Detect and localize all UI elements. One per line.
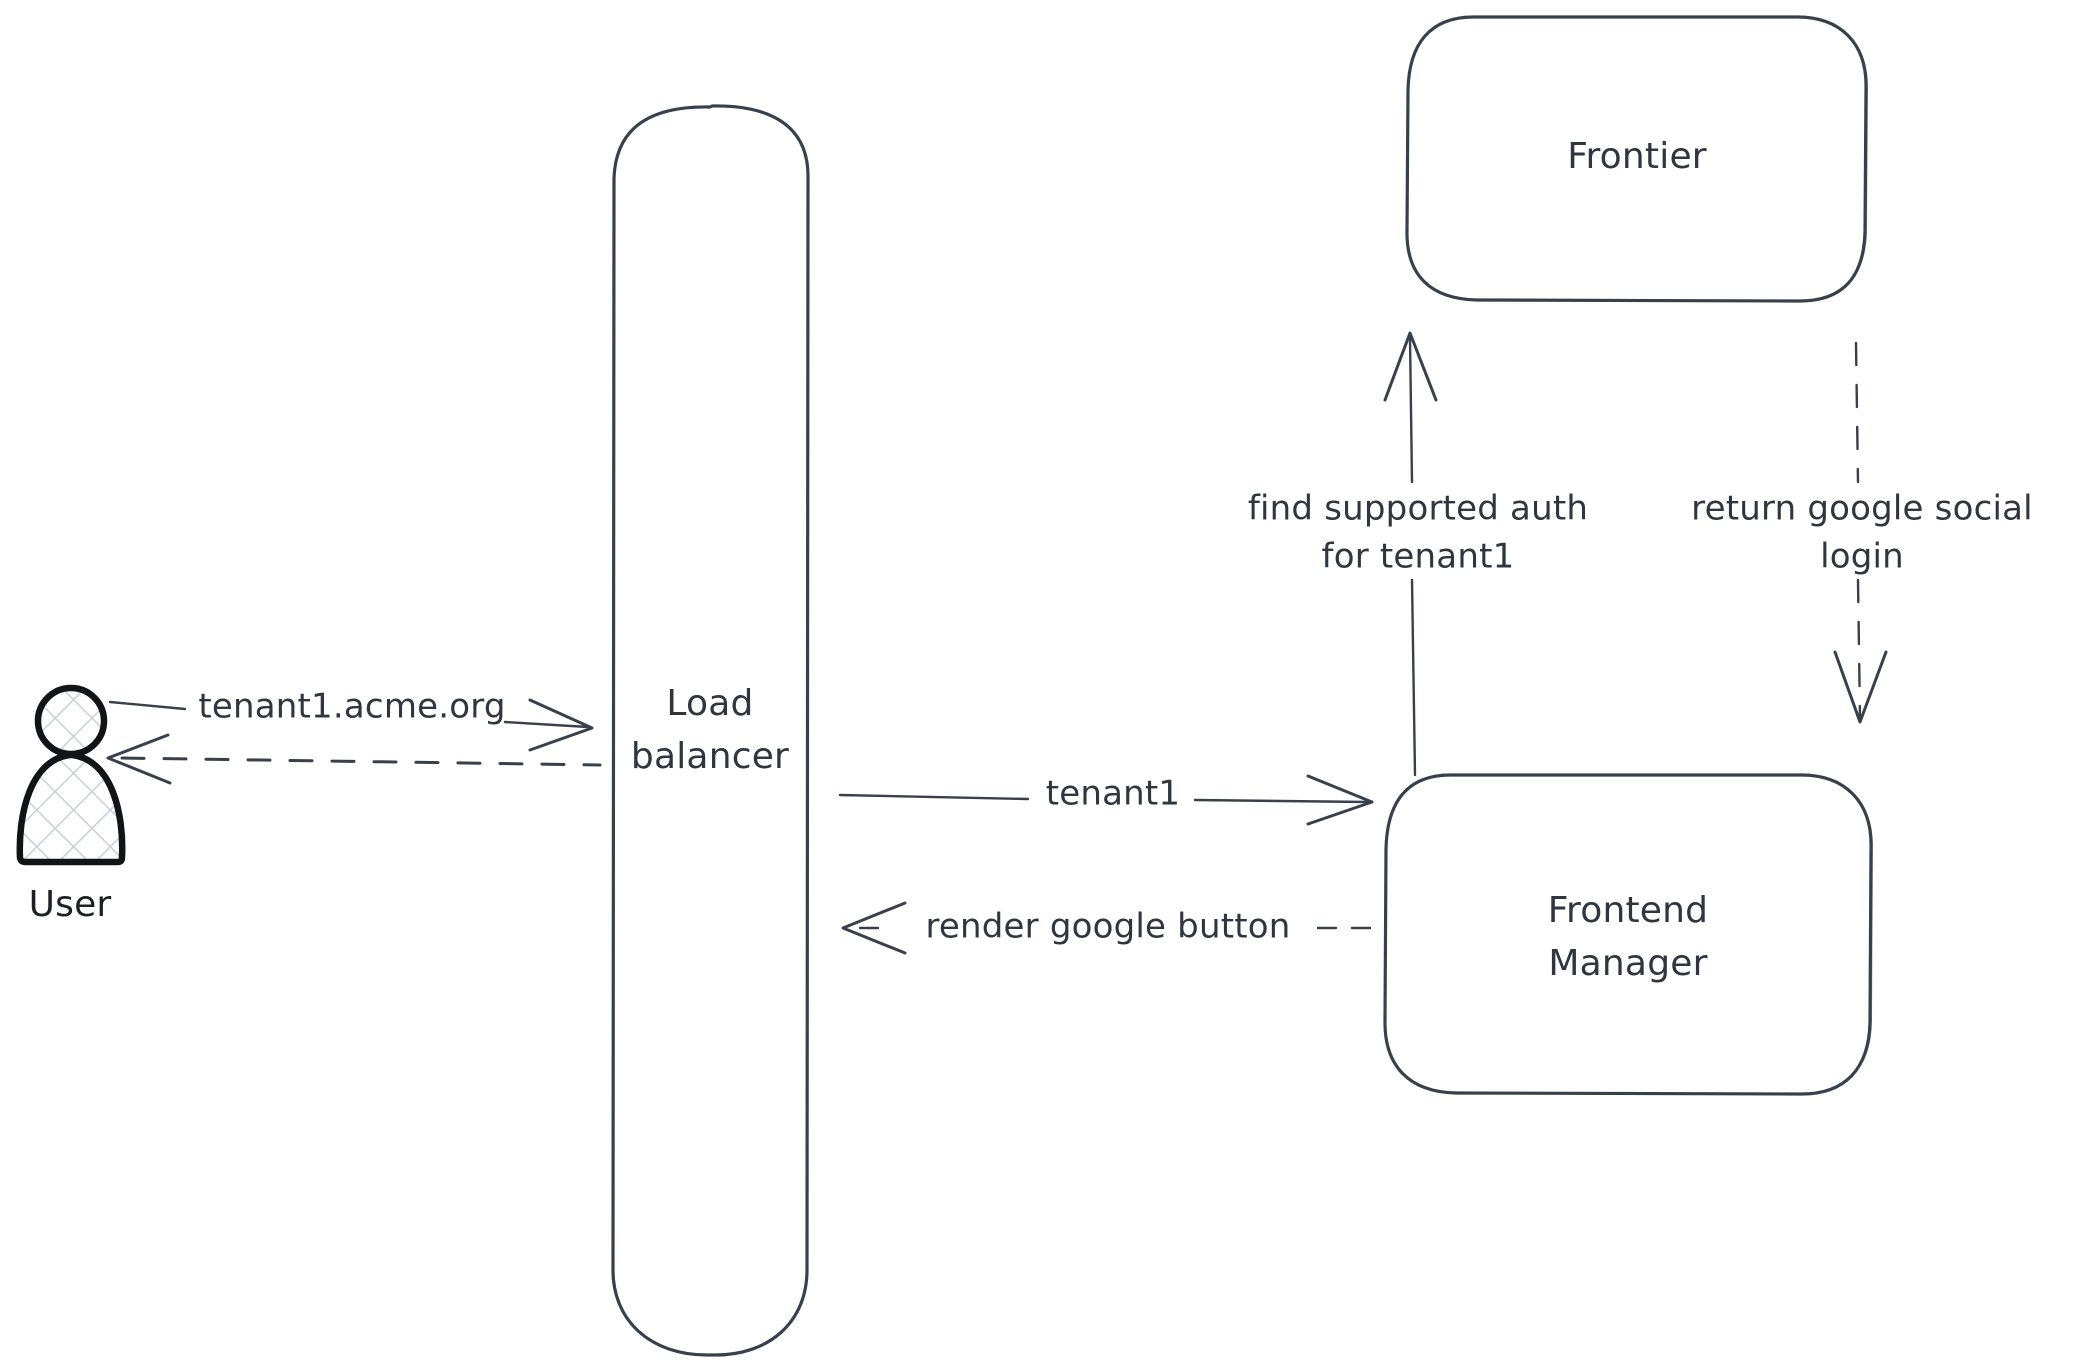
edge-frontier-to-fm-line-lower — [1856, 578, 1862, 720]
edge-frontier-to-fm-label-line2: login — [1820, 537, 1904, 577]
edge-lb-to-fm-line-left — [838, 793, 1030, 801]
edge-user-to-lb-line-right — [503, 720, 590, 729]
node-frontier[interactable]: Frontier — [1405, 15, 1869, 303]
edge-user-to-lb-line-left — [108, 700, 187, 711]
edge-lb-to-fm-line-right — [1193, 798, 1370, 804]
person-icon-head — [34, 684, 108, 758]
load-balancer-label-line2: balancer — [631, 736, 789, 777]
load-balancer-body — [611, 104, 810, 1357]
person-icon-body — [16, 751, 126, 866]
frontend-manager-body — [1383, 773, 1873, 1096]
frontier-label: Frontier — [1567, 136, 1707, 177]
frontend-manager-label-line1: Frontend — [1548, 890, 1708, 931]
edge-user-to-lb-label: tenant1.acme.org — [198, 687, 505, 727]
edge-load-balancer-to-user[interactable] — [106, 733, 602, 785]
edge-fm-to-lb-arrowhead — [841, 901, 907, 955]
edge-lb-to-fm-arrowhead — [1306, 774, 1374, 826]
frontier-body — [1405, 15, 1868, 303]
edge-user-to-load-balancer[interactable]: tenant1.acme.org — [108, 687, 594, 752]
edge-frontier-to-fm-arrowhead — [1833, 650, 1888, 724]
edge-load-balancer-to-frontend-manager[interactable]: tenant1 — [838, 774, 1374, 826]
node-load-balancer[interactable]: Load balancer — [611, 104, 810, 1357]
edge-fm-to-frontier-arrowhead — [1383, 331, 1438, 402]
edge-frontier-to-fm-line-upper — [1854, 341, 1860, 484]
edge-lb-to-user-arrowhead — [106, 733, 172, 785]
frontend-manager-label-line2: Manager — [1548, 943, 1707, 984]
load-balancer-label-line1: Load — [666, 683, 753, 724]
edge-user-to-lb-arrowhead — [528, 698, 594, 752]
edge-frontend-manager-to-load-balancer[interactable]: render google button — [841, 901, 1384, 955]
edge-fm-to-frontier-line-lower — [1410, 578, 1417, 777]
edge-lb-to-fm-label: tenant1 — [1046, 774, 1181, 814]
edge-fm-to-lb-label: render google button — [925, 907, 1290, 947]
actor-user-label: User — [29, 884, 112, 925]
node-frontend-manager[interactable]: Frontend Manager — [1383, 773, 1874, 1096]
edge-lb-to-user-line — [120, 756, 602, 767]
edge-frontend-manager-to-frontier[interactable]: find supported auth for tenant1 — [1248, 331, 1588, 777]
edge-fm-to-frontier-line-upper — [1408, 336, 1414, 484]
edge-frontier-to-frontend-manager[interactable]: return google social login — [1691, 341, 2033, 724]
edge-fm-to-frontier-label-line1: find supported auth — [1248, 489, 1588, 529]
actor-user[interactable]: User — [16, 684, 126, 925]
edge-frontier-to-fm-label-line1: return google social — [1691, 489, 2033, 529]
edge-fm-to-frontier-label-line2: for tenant1 — [1322, 537, 1515, 577]
